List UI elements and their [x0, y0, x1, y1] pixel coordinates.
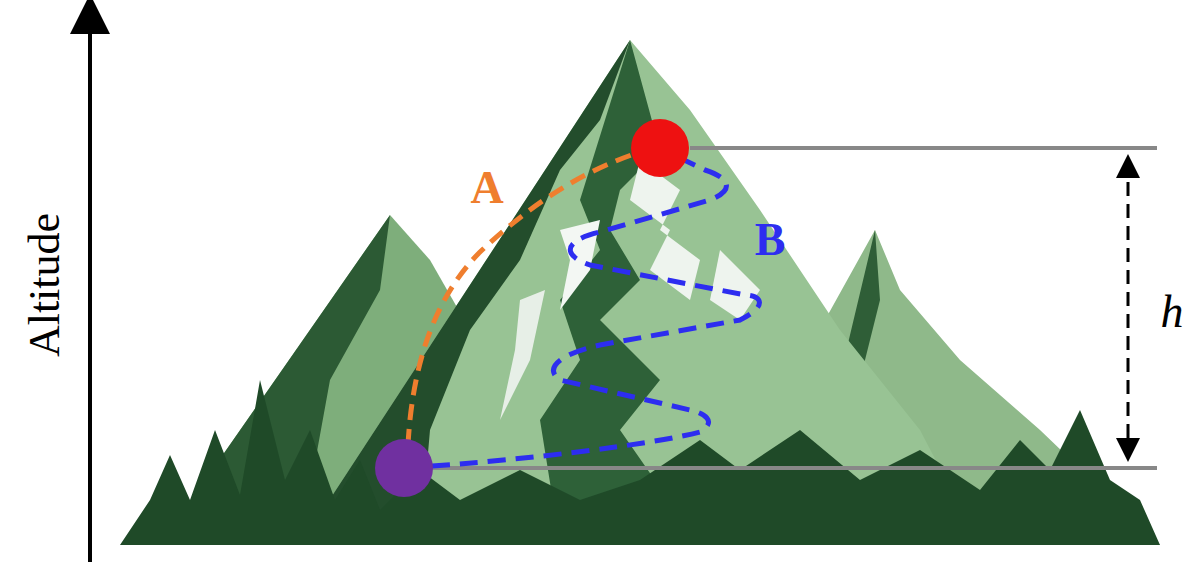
height-dimension	[1127, 160, 1130, 456]
path-b	[432, 158, 759, 466]
top-line	[690, 146, 1157, 150]
altitude-axis	[88, 14, 92, 562]
start-dot	[375, 439, 433, 497]
snow-patch	[710, 250, 760, 320]
dimension-label: h	[1161, 289, 1184, 335]
path-label: A	[470, 165, 503, 211]
summit-dot	[631, 119, 689, 177]
axis-label: Altitude	[23, 213, 67, 357]
forest	[120, 380, 1160, 545]
snow-patch	[630, 160, 700, 300]
bottom-line	[430, 466, 1157, 470]
path-label: B	[755, 217, 786, 263]
path-a	[408, 152, 640, 445]
snow-patch	[500, 290, 545, 420]
